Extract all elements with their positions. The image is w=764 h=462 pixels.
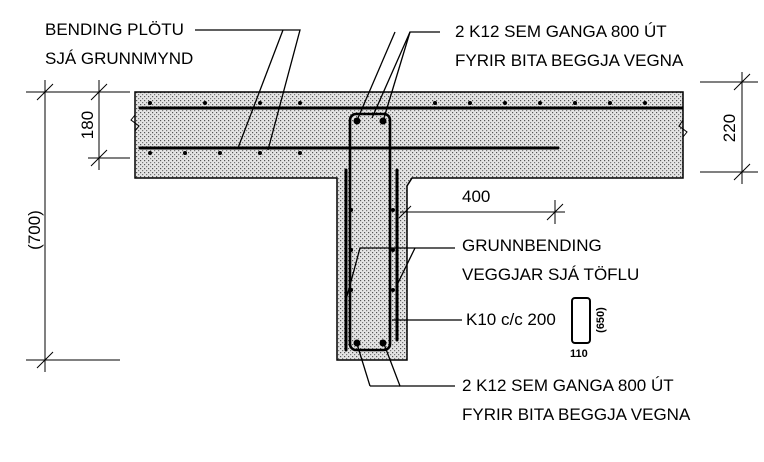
dimension-offset: 400 [462, 187, 490, 206]
concrete-section [134, 91, 684, 361]
slab-bottom-distribution-bars [148, 151, 302, 155]
label-top-bars-2: FYRIR BITA BEGGJA VEGNA [455, 51, 684, 70]
slab-top-distribution-bars [148, 101, 647, 105]
stirrup-symbol [571, 297, 591, 344]
dimension-slab-left: 180 [78, 111, 97, 139]
label-bottom-bars-2: FYRIR BITA BEGGJA VEGNA [462, 405, 691, 424]
label-top-bars-1: 2 K12 SEM GANGA 800 ÚT [455, 22, 667, 41]
wall-side-bar-dots [349, 208, 395, 292]
leader-slab-reinforcement [195, 29, 301, 151]
label-wall-reinforcement-2: VEGGJAR SJÁ TÖFLU [462, 265, 639, 284]
label-slab-reinforcement-2: SJÁ GRUNNMYND [45, 49, 193, 68]
dimension-total-depth: (700) [25, 210, 44, 250]
stirrup-symbol-width: 110 [570, 348, 588, 360]
label-wall-reinforcement-1: GRUNNBENDING [462, 236, 602, 255]
slab-break-right [678, 119, 688, 138]
dimension-slab-right: 220 [720, 114, 739, 142]
slab-break-left [130, 114, 140, 132]
label-bottom-bars-1: 2 K12 SEM GANGA 800 ÚT [462, 376, 674, 395]
leader-wall-reinforcement [345, 247, 455, 301]
stirrup-symbol-height: (650) [595, 307, 607, 333]
beam-stirrup [348, 112, 392, 352]
label-slab-reinforcement-1: BENDING PLÖTU [45, 20, 184, 39]
label-stirrups: K10 c/c 200 [466, 310, 556, 329]
